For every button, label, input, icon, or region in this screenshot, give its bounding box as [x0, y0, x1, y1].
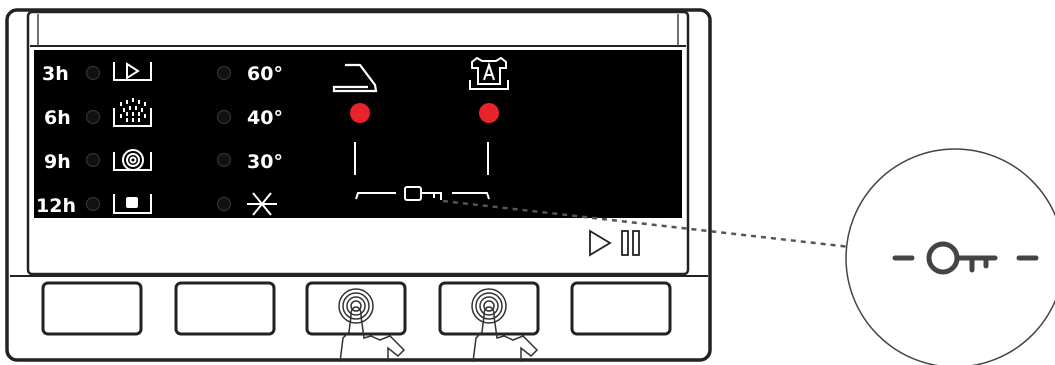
button-3[interactable] — [307, 283, 405, 334]
temperature-led — [218, 154, 231, 167]
temperature-led — [218, 198, 231, 211]
temperature-led — [218, 67, 231, 80]
timer-label: 12h — [36, 195, 76, 217]
timer-label: 3h — [42, 63, 69, 85]
button-5[interactable] — [572, 283, 670, 334]
temperature-label: 60° — [247, 63, 283, 85]
timer-led — [87, 198, 100, 211]
timer-label: 9h — [44, 151, 71, 173]
buttons-row — [43, 283, 670, 334]
button-2[interactable] — [176, 283, 274, 334]
timer-led — [87, 67, 100, 80]
auto-shirt-led — [479, 103, 499, 123]
temperature-label: 40° — [247, 107, 283, 129]
timer-label: 6h — [44, 107, 71, 129]
timer-led — [87, 154, 100, 167]
button-4[interactable] — [440, 283, 538, 334]
temperature-label: 30° — [247, 151, 283, 173]
temperature-led — [218, 111, 231, 124]
timer-led — [87, 111, 100, 124]
button-1[interactable] — [43, 283, 141, 334]
easy-iron-led — [350, 103, 370, 123]
